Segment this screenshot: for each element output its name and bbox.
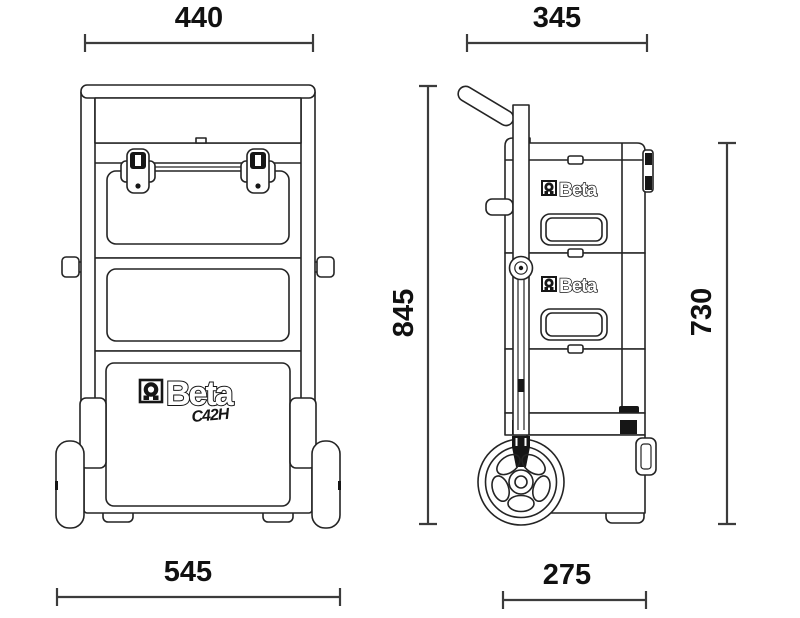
front-wheel-right bbox=[311, 440, 341, 529]
handle-recess-inner bbox=[545, 217, 603, 242]
bar-knob-ring bbox=[514, 261, 528, 275]
dim-front-top-width: 440 bbox=[83, 2, 315, 52]
side-bottom-latch-inner bbox=[640, 443, 652, 470]
front-wheel-left bbox=[55, 440, 85, 529]
beta-icon-head bbox=[143, 382, 159, 397]
beta-icon-foot-left bbox=[544, 191, 548, 194]
latch-pin bbox=[255, 183, 261, 189]
side-box-top bbox=[504, 137, 646, 254]
front-handle-bar bbox=[80, 84, 316, 99]
front-upper-case bbox=[89, 142, 307, 259]
wheel-spoke-hole bbox=[507, 494, 535, 513]
side-latch-hook bbox=[645, 153, 652, 165]
wheel-spoke-hole bbox=[496, 453, 521, 476]
beta-wordmark-side: Beta bbox=[559, 180, 598, 201]
latch-clip-slit bbox=[135, 155, 141, 166]
beta-logo-side-top: Beta bbox=[541, 179, 599, 202]
dim-label: 275 bbox=[543, 559, 591, 591]
front-knob-left bbox=[61, 256, 80, 278]
side-notch-3 bbox=[567, 344, 584, 354]
beta-icon-foot-right bbox=[550, 191, 554, 194]
wheel-spoke-hole bbox=[531, 475, 551, 503]
front-wheel-right-valve bbox=[338, 481, 341, 490]
side-handle-grip bbox=[457, 85, 515, 127]
dim-label: 440 bbox=[175, 2, 223, 34]
wheel-spoke-hole bbox=[521, 453, 546, 476]
side-recessed-handle-top bbox=[540, 213, 608, 246]
dim-front-bottom-width: 545 bbox=[55, 556, 342, 606]
beta-logo-front: Beta C42H bbox=[138, 374, 238, 426]
dim-label: 345 bbox=[533, 2, 581, 34]
side-rear-tab bbox=[485, 198, 514, 216]
beta-wordmark-side: Beta bbox=[559, 276, 598, 297]
side-trolley-bar bbox=[508, 104, 534, 436]
side-notch-1 bbox=[567, 155, 584, 165]
side-latch-catch bbox=[645, 176, 652, 190]
dim-label: 730 bbox=[686, 288, 718, 336]
side-notch-2 bbox=[567, 248, 584, 258]
front-lid bbox=[94, 97, 302, 144]
wheel-fork-cap bbox=[512, 436, 530, 447]
bar-lock bbox=[517, 379, 525, 392]
wheel-hub-inner bbox=[514, 475, 528, 489]
front-upper-panel bbox=[106, 170, 290, 245]
dim-side-top-depth: 345 bbox=[465, 2, 649, 52]
beta-wordmark-front: Beta bbox=[166, 375, 235, 413]
latch-clip-slit bbox=[255, 155, 261, 166]
dim-side-total-height: 845 bbox=[388, 84, 437, 526]
front-rail-right bbox=[300, 91, 316, 431]
dim-side-body-height: 730 bbox=[686, 141, 736, 526]
dim-side-bottom-depth: 275 bbox=[501, 559, 648, 609]
front-wheel-bracket-left bbox=[79, 397, 107, 469]
bar-knob-center bbox=[518, 265, 524, 271]
dimension-annotations: 440 345 545 275 845 bbox=[55, 2, 736, 609]
front-rail-left bbox=[80, 91, 96, 431]
front-latch-left bbox=[120, 148, 156, 194]
handle-recess-inner bbox=[545, 312, 603, 337]
wheel-fork bbox=[512, 447, 530, 467]
front-wheel-bracket-right bbox=[289, 397, 317, 469]
side-recessed-handle-middle bbox=[540, 308, 608, 341]
front-wheel-left-valve bbox=[55, 481, 58, 490]
side-wheel bbox=[477, 436, 565, 526]
front-view: Beta C42H bbox=[55, 84, 341, 529]
side-view: Beta Beta bbox=[457, 85, 657, 526]
beta-icon-foot-right bbox=[550, 287, 554, 290]
front-lid-notch bbox=[195, 137, 207, 144]
front-middle-panel bbox=[106, 268, 290, 342]
model-script: C42H bbox=[191, 406, 231, 426]
front-latch-right bbox=[240, 148, 276, 194]
wheel-hub bbox=[508, 469, 534, 495]
wheel-spoke-hole bbox=[491, 475, 511, 503]
dim-label: 845 bbox=[388, 289, 420, 337]
beta-icon-foot-left bbox=[143, 395, 149, 400]
beta-icon-head bbox=[544, 278, 554, 288]
latch-pin bbox=[135, 183, 141, 189]
beta-logo-side-middle: Beta bbox=[541, 275, 599, 298]
dim-label: 545 bbox=[164, 556, 212, 588]
side-rail-block-right bbox=[620, 420, 637, 434]
beta-icon-foot-left bbox=[544, 287, 548, 290]
beta-icon-foot-right bbox=[153, 395, 159, 400]
front-middle-case bbox=[89, 257, 307, 352]
beta-icon-head bbox=[544, 182, 554, 192]
front-knob-right bbox=[316, 256, 335, 278]
